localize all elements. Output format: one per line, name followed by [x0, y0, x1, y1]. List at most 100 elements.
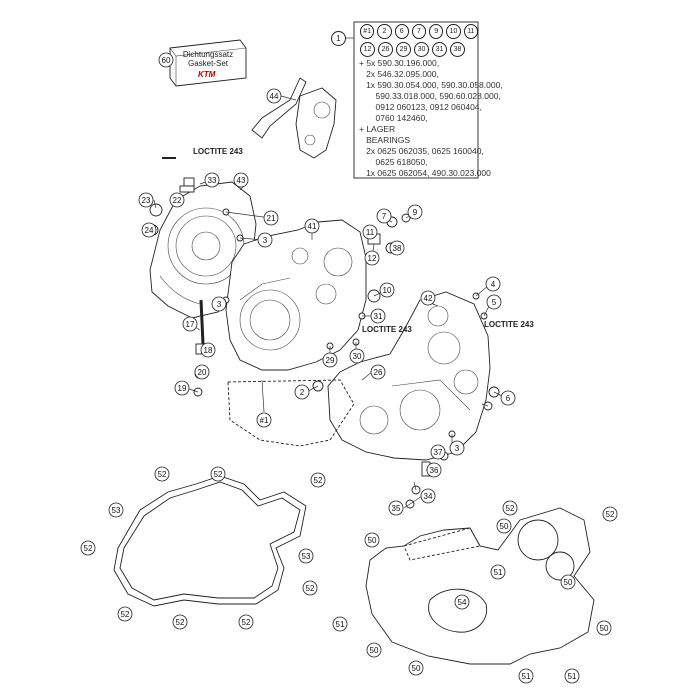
callout-label: 51	[494, 568, 503, 577]
callout-c30: 30	[349, 348, 365, 364]
callout-circle	[364, 250, 380, 266]
callout-label: 52	[214, 470, 223, 479]
info-line: 2x 0625 062035, 0625 160040,	[359, 146, 484, 156]
callout-circle	[210, 466, 226, 482]
callout-c50c: 50	[560, 574, 576, 590]
info-line: 1x 0625 062054, 490.30.023.000	[359, 168, 491, 178]
info-line: 590.33.018.000, 590.60.028.000,	[359, 91, 501, 101]
callout-circle	[560, 574, 576, 590]
callout-circle	[496, 518, 512, 534]
callout-c54: 54	[454, 594, 470, 610]
callout-circle	[485, 276, 501, 292]
included-ref: 12	[360, 42, 375, 57]
callout-circle	[80, 540, 96, 556]
callout-label: 50	[412, 664, 421, 673]
callout-label: 10	[383, 286, 392, 295]
callout-label: 3	[455, 444, 460, 453]
callout-circle	[366, 642, 382, 658]
callout-c38: 38	[389, 240, 405, 256]
included-ref: 7	[411, 24, 427, 39]
callout-label: 52	[121, 610, 130, 619]
loctite-label-right: LOCTITE 243	[484, 320, 534, 329]
callout-circle	[502, 500, 518, 516]
callout-c1: #1	[256, 412, 272, 428]
callout-c11: 11	[362, 224, 378, 240]
gasket-kit-label: Dichtungssatz Gasket-Set	[176, 50, 240, 68]
callout-c44: 44	[266, 88, 282, 104]
callout-c60: 60	[158, 52, 174, 68]
callout-label: 52	[176, 618, 185, 627]
callout-circle	[257, 232, 273, 248]
callout-circle	[233, 172, 249, 188]
callout-circle	[500, 390, 516, 406]
callout-c42: 42	[420, 290, 436, 306]
callout-label: 51	[522, 672, 531, 681]
callout-c53a: 53	[108, 502, 124, 518]
callout-circle	[211, 296, 227, 312]
callout-c36: 36	[426, 462, 442, 478]
callout-circle	[304, 218, 320, 234]
crankcase-gasket	[365, 507, 595, 665]
callout-c53b: 53	[298, 548, 314, 564]
callout-circle	[256, 412, 272, 428]
callout-c51b: 51	[332, 616, 348, 632]
callout-c3c: 3	[449, 440, 465, 456]
callout-label: 52	[242, 618, 251, 627]
included-parts-list: + 5x 590.30.196.000, 2x 546.32.095.000, …	[359, 58, 503, 179]
callout-c6: 6	[500, 390, 516, 406]
gasket-kit-label-en: Gasket-Set	[187, 59, 228, 68]
callout-c4: 4	[485, 276, 501, 292]
callout-c50e: 50	[596, 620, 612, 636]
callout-label: 17	[186, 320, 195, 329]
included-ref: 26	[378, 42, 393, 57]
callout-circle	[420, 290, 436, 306]
callout-c10: 10	[379, 282, 395, 298]
info-line: 0912 060123, 0912 060404,	[359, 102, 482, 112]
callout-label: 42	[424, 294, 433, 303]
callout-label: 7	[382, 212, 387, 221]
info-line: 2x 546.32.095.000,	[359, 69, 439, 79]
callout-circle	[518, 668, 534, 684]
callout-label: 36	[430, 466, 439, 475]
callout-circle	[174, 380, 190, 396]
callout-circle	[420, 488, 436, 504]
callout-c26: 26	[370, 364, 386, 380]
callout-c33: 33	[204, 172, 220, 188]
callout-circle	[322, 352, 338, 368]
callout-circle	[138, 192, 154, 208]
callout-label: 30	[353, 352, 362, 361]
included-ref: 30	[414, 42, 429, 57]
callout-label: 52	[158, 470, 167, 479]
callout-circle	[141, 222, 157, 238]
callout-circle	[310, 472, 326, 488]
callout-circle	[182, 316, 198, 332]
callout-circle	[349, 348, 365, 364]
callout-label: 22	[173, 196, 182, 205]
callout-circle	[238, 614, 254, 630]
callout-c12: 12	[364, 250, 380, 266]
callout-circle	[376, 208, 392, 224]
callout-circle	[108, 502, 124, 518]
callout-label: 51	[568, 672, 577, 681]
clutch-cover-gasket-inner	[119, 481, 301, 601]
callout-label: 50	[368, 536, 377, 545]
callout-circle	[407, 204, 423, 220]
info-line: 1x 590.30.054.000, 590.30.058.000,	[359, 80, 503, 90]
callout-circle	[389, 240, 405, 256]
callout-c35: 35	[388, 500, 404, 516]
callout-circle	[379, 282, 395, 298]
callout-c51d: 51	[564, 668, 580, 684]
callout-circle	[294, 384, 310, 400]
callout-label: 2	[300, 388, 305, 397]
callout-c43: 43	[233, 172, 249, 188]
callout-c51a: 51	[490, 564, 506, 580]
callout-label: 43	[237, 176, 246, 185]
callout-c37: 37	[430, 444, 446, 460]
callout-circle	[596, 620, 612, 636]
callout-label: 53	[112, 506, 121, 515]
callout-circle	[364, 532, 380, 548]
